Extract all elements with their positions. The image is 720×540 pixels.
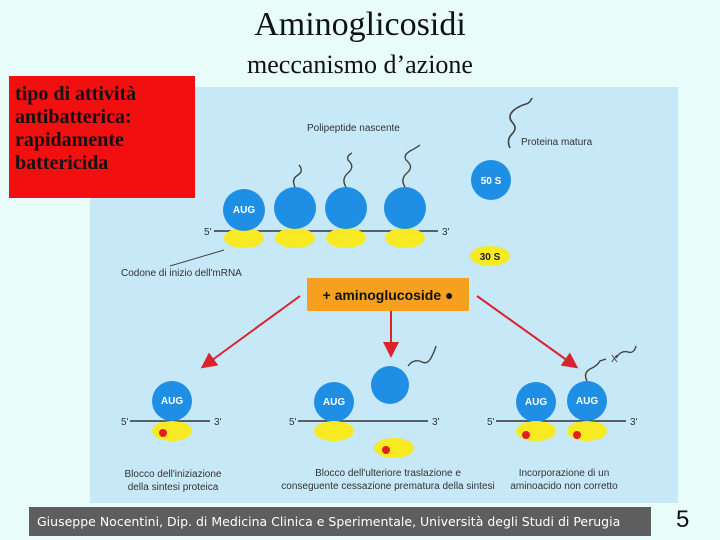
activity-line: antibatterica: [15, 106, 132, 128]
label-aug: AUG [525, 397, 547, 408]
activity-line: rapidamente [15, 129, 124, 151]
label-3prime-right: 3' [630, 417, 638, 428]
large-subunit [274, 187, 316, 229]
incorrect-chain [584, 358, 607, 382]
label-5prime-left: 5' [121, 417, 129, 428]
page-number: 5 [676, 506, 690, 533]
large-subunit [223, 189, 265, 231]
small-subunit [516, 421, 556, 441]
drug-dot [522, 431, 530, 439]
label-mature-protein: Proteina matura [521, 137, 593, 148]
footer-credit: Giuseppe Nocentini, Dip. di Medicina Cli… [29, 507, 651, 536]
label-5prime-center: 5' [289, 417, 297, 428]
caption-right-line1: Incorporazione di un [519, 468, 610, 479]
arrow-to-right [476, 295, 579, 369]
truncated-chain [407, 345, 437, 367]
slide-title: Aminoglicosidi [254, 6, 466, 43]
nascent-chain [343, 152, 353, 188]
nascent-chain [292, 164, 302, 188]
large-subunit [152, 381, 192, 421]
label-3prime-top: 3' [442, 227, 450, 238]
nascent-chain [402, 144, 421, 188]
drug-dot [382, 446, 390, 454]
large-subunit [314, 382, 354, 422]
label-5prime-top: 5' [204, 227, 212, 238]
large-subunit [567, 381, 607, 421]
incorrect-chain-end [615, 345, 637, 359]
label-start-codon: Codone di inizio dell'mRNA [121, 268, 242, 279]
small-subunit [152, 421, 192, 441]
free-50s-subunit [471, 160, 511, 200]
large-subunit [325, 187, 367, 229]
label-x-mark: X [611, 354, 618, 365]
label-30s: 30 S [480, 252, 501, 263]
large-subunit [384, 187, 426, 229]
small-subunit [385, 228, 425, 248]
label-aug: AUG [233, 205, 255, 216]
free-30s-subunit [470, 246, 510, 266]
small-subunit [224, 228, 264, 248]
mature-protein-chain [507, 97, 533, 149]
label-50s: 50 S [481, 176, 502, 187]
small-subunit [326, 228, 366, 248]
label-aug: AUG [161, 396, 183, 407]
label-3prime-left: 3' [214, 417, 222, 428]
label-3prime-center: 3' [432, 417, 440, 428]
small-subunit [314, 421, 354, 441]
activity-box: tipo di attività antibatterica: rapidame… [9, 76, 195, 198]
slide-subtitle: meccanismo d’azione [247, 50, 473, 79]
label-aminoglycoside: + aminoglucoside ● [323, 287, 454, 303]
aminoglycoside-box [307, 278, 469, 311]
small-subunit [275, 228, 315, 248]
caption-center-line2: conseguente cessazione prematura della s… [281, 481, 494, 492]
activity-line: tipo di attività [15, 83, 137, 105]
label-5prime-right: 5' [487, 417, 495, 428]
drug-dot [159, 429, 167, 437]
arrow-to-left [200, 295, 301, 369]
label-nascent-polypeptide: Polipeptide nascente [307, 123, 400, 134]
label-aug: AUG [323, 397, 345, 408]
start-codon-pointer [169, 249, 225, 267]
label-aug: AUG [576, 396, 598, 407]
detached-small-subunit [374, 438, 414, 458]
small-subunit [567, 421, 607, 441]
caption-center-line1: Blocco dell'ulteriore traslazione e [315, 468, 461, 479]
large-subunit [516, 382, 556, 422]
caption-right-line2: aminoacido non corretto [510, 481, 618, 492]
caption-left-line1: Blocco dell'iniziazione [125, 469, 222, 480]
caption-left-line2: della sintesi proteica [128, 482, 219, 493]
activity-line: battericida [15, 152, 109, 174]
drug-dot [573, 431, 581, 439]
detached-large-subunit [371, 366, 409, 404]
